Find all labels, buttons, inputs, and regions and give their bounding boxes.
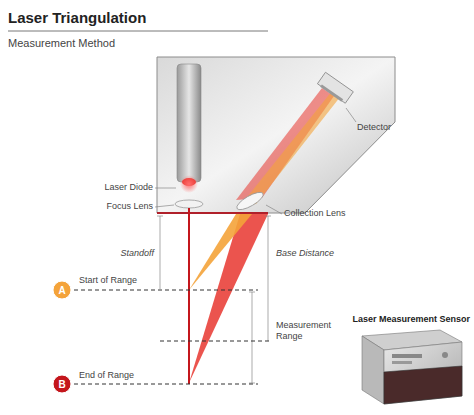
range-marker: A bbox=[52, 280, 72, 300]
part-label: Start of Range bbox=[79, 275, 137, 286]
reflected-beam-b bbox=[189, 214, 268, 383]
end-range-line bbox=[74, 384, 258, 385]
part-label: Detector bbox=[357, 122, 391, 133]
marker-fill bbox=[53, 375, 71, 393]
dimension-tick bbox=[249, 383, 255, 384]
dimension-tick bbox=[265, 216, 271, 217]
leader-line bbox=[346, 108, 356, 122]
mid-range-line bbox=[160, 341, 272, 342]
reflected-beam-b bbox=[236, 88, 334, 200]
leader-line bbox=[155, 205, 174, 207]
diagram-title: Laser Triangulation bbox=[8, 9, 146, 27]
part-label: End of Range bbox=[79, 370, 134, 381]
sensor-housing bbox=[157, 57, 395, 213]
range-letter: A bbox=[52, 280, 72, 300]
title-rule bbox=[8, 31, 268, 32]
laser-diode bbox=[177, 64, 201, 182]
range-letter: B bbox=[52, 374, 72, 394]
laser-beam bbox=[188, 208, 190, 384]
sensor-photo bbox=[362, 330, 462, 404]
leader-line bbox=[155, 188, 176, 189]
reflected-beam-a bbox=[189, 214, 252, 290]
diode-glow bbox=[180, 175, 198, 193]
inset-title: Laser Measurement Sensor bbox=[352, 314, 470, 325]
standoff-dimension bbox=[160, 216, 161, 289]
marker-fill bbox=[53, 281, 71, 299]
part-label: Standoff bbox=[120, 248, 154, 259]
subtitle: Measurement Method bbox=[8, 36, 115, 50]
collection-lens bbox=[235, 189, 266, 213]
part-label: Focus Lens bbox=[106, 201, 153, 212]
base-distance-dimension bbox=[268, 216, 269, 341]
part-label: Laser Diode bbox=[104, 182, 153, 193]
window-strip bbox=[157, 212, 268, 214]
dimension-tick bbox=[157, 216, 163, 217]
part-label: Measurement Range bbox=[276, 320, 336, 342]
measurement-range-dimension bbox=[252, 292, 253, 383]
range-marker: B bbox=[52, 374, 72, 394]
focus-lens bbox=[175, 200, 203, 208]
leader-line bbox=[266, 205, 282, 214]
part-label: Base Distance bbox=[276, 248, 334, 259]
dimension-tick bbox=[249, 292, 255, 293]
detector bbox=[317, 72, 353, 104]
start-range-line bbox=[74, 290, 258, 291]
part-label: Collection Lens bbox=[284, 208, 346, 219]
reflected-beam-a bbox=[240, 86, 344, 206]
